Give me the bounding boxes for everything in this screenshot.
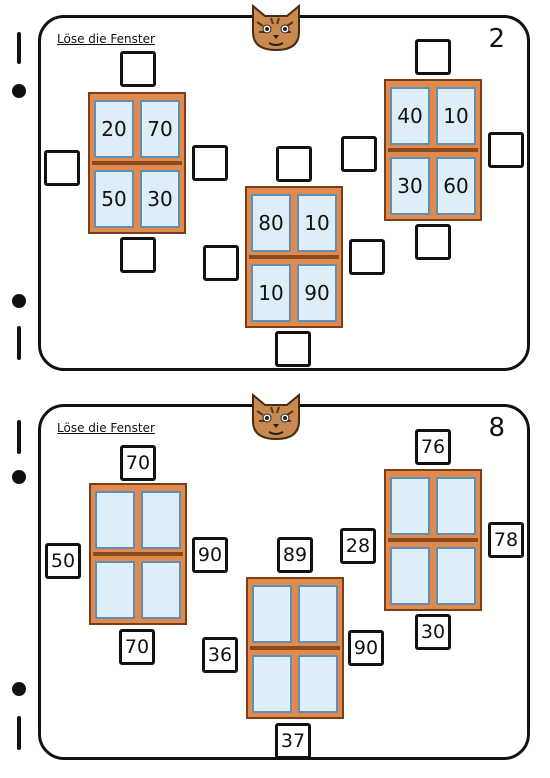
answer-box-top[interactable]: [120, 51, 156, 87]
window-pane: 30: [390, 157, 430, 215]
binder-hole: [12, 470, 26, 484]
answer-box-left[interactable]: 36: [202, 637, 238, 673]
worksheet-title: Löse die Fenster: [57, 32, 155, 46]
window-pane: 10: [251, 264, 291, 322]
binder-line: [17, 326, 21, 360]
window-divider: [388, 538, 478, 542]
window: [246, 577, 344, 719]
binder-line: [17, 420, 21, 454]
window-divider: [93, 552, 183, 556]
window-pane: 50: [94, 170, 134, 228]
window-pane: [141, 491, 181, 549]
window-pane: [95, 491, 135, 549]
window: 20 70 50 30: [88, 92, 186, 234]
window-pane: 40: [390, 87, 430, 145]
window-pane: [390, 547, 430, 605]
answer-box-bottom[interactable]: 70: [119, 629, 155, 665]
worksheet-title: Löse die Fenster: [57, 421, 155, 435]
window: 80 10 10 90: [245, 186, 343, 328]
window-pane: 20: [94, 100, 134, 158]
binder-line: [17, 32, 21, 64]
window-pane: [298, 655, 338, 713]
answer-box-right[interactable]: 90: [348, 630, 384, 666]
answer-box-left[interactable]: 28: [340, 528, 376, 564]
window-pane: [298, 585, 338, 643]
answer-box-top[interactable]: [415, 39, 451, 75]
cat-face-icon: [252, 3, 300, 52]
answer-box-bottom[interactable]: 30: [415, 614, 451, 650]
window-pane: [252, 655, 292, 713]
answer-box-left[interactable]: [341, 136, 377, 172]
binder-hole: [12, 84, 26, 98]
window-divider: [388, 148, 478, 152]
answer-box-left[interactable]: 50: [45, 543, 81, 579]
window: [384, 469, 482, 611]
window: [89, 483, 187, 625]
worksheet-card: Löse die Fenster 8 70 50 90 70 89 36 90 …: [38, 392, 530, 760]
answer-box-right[interactable]: 78: [488, 522, 524, 558]
window-pane: [252, 585, 292, 643]
answer-box-left[interactable]: [44, 150, 80, 186]
worksheet-card: Löse die Fenster 2 20 70 50 30 80 10 10 …: [38, 3, 530, 371]
window-pane: 70: [140, 100, 180, 158]
window-pane: 90: [297, 264, 337, 322]
answer-box-top[interactable]: 76: [415, 429, 451, 465]
window-pane: [95, 561, 135, 619]
window-pane: [390, 477, 430, 535]
window-divider: [249, 255, 339, 259]
binder-hole: [12, 682, 26, 696]
window-divider: [250, 646, 340, 650]
binder-hole: [12, 294, 26, 308]
window-pane: 30: [140, 170, 180, 228]
window: 40 10 30 60: [384, 79, 482, 221]
window-pane: [436, 477, 476, 535]
cat-face-icon: [252, 392, 300, 441]
page-number: 2: [488, 24, 505, 54]
window-pane: 80: [251, 194, 291, 252]
window-divider: [92, 161, 182, 165]
answer-box-right[interactable]: [488, 132, 524, 168]
window-pane: [141, 561, 181, 619]
answer-box-right[interactable]: [192, 145, 228, 181]
answer-box-left[interactable]: [203, 245, 239, 281]
answer-box-top[interactable]: 89: [277, 537, 313, 573]
answer-box-bottom[interactable]: [415, 224, 451, 260]
window-pane: 10: [436, 87, 476, 145]
window-pane: 60: [436, 157, 476, 215]
window-pane: [436, 547, 476, 605]
answer-box-right[interactable]: 90: [192, 537, 228, 573]
answer-box-top[interactable]: 70: [120, 445, 156, 481]
answer-box-bottom[interactable]: 37: [275, 723, 311, 759]
answer-box-bottom[interactable]: [275, 331, 311, 367]
answer-box-bottom[interactable]: [120, 237, 156, 273]
answer-box-top[interactable]: [276, 146, 312, 182]
page-number: 8: [488, 413, 505, 443]
binder-line: [17, 716, 21, 750]
answer-box-right[interactable]: [349, 239, 385, 275]
window-pane: 10: [297, 194, 337, 252]
